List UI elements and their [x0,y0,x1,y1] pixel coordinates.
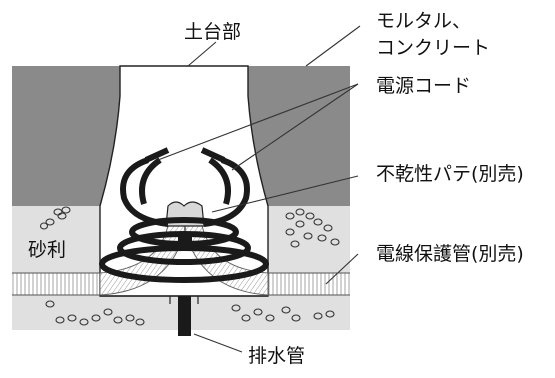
drain-pipe [178,296,191,336]
mortar-layer-left [12,66,120,206]
leader-lines [157,25,361,353]
label-putty: 不乾性パテ(別売) [376,163,524,185]
label-mortar-1: モルタル、 [376,10,471,32]
conduit-right [258,273,350,295]
label-drain: 排水管 [248,345,305,367]
label-mortar-2: コンクリート [376,37,490,59]
label-base: 土台部 [184,21,241,43]
mortar-layer-right [248,66,350,206]
gravel-pebbles [39,206,340,326]
label-power-cord: 電源コード [376,75,471,97]
conduit-left [12,273,110,295]
label-gravel: 砂利 [28,239,66,261]
label-conduit: 電線保護管(別売) [376,243,524,265]
